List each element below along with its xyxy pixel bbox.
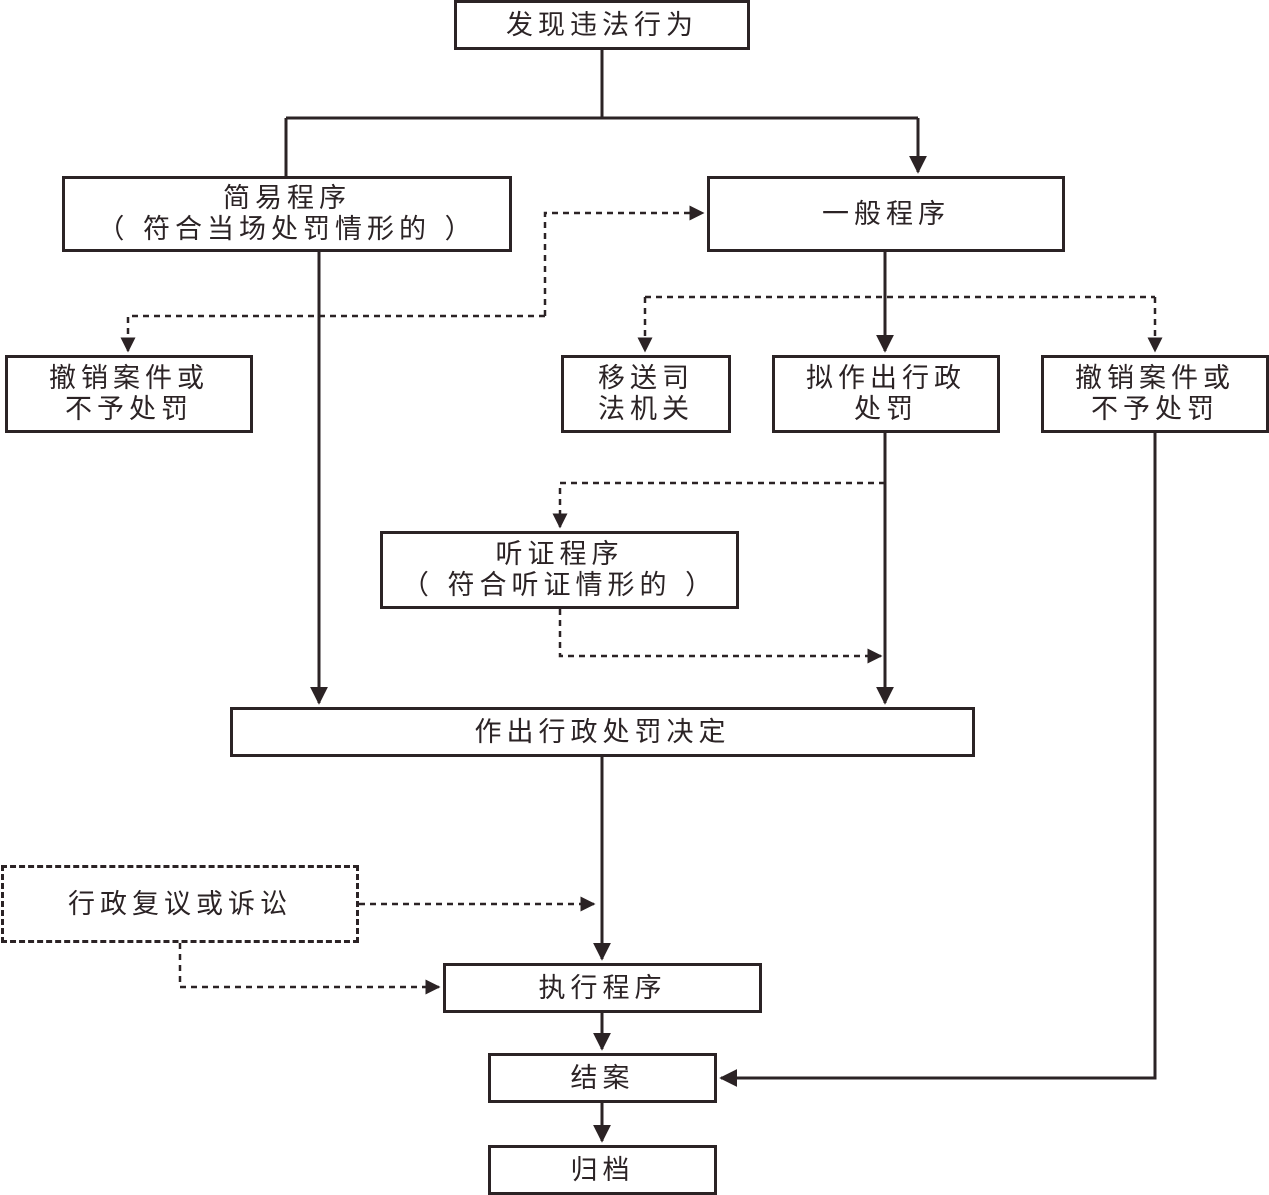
connector-hearing-to-propose-line (558, 609, 883, 664)
node-general-procedure: 一般程序 (707, 176, 1065, 252)
node-text: 一般程序 (822, 198, 950, 230)
node-revoke-right: 撤销案件或 不予处罚 (1041, 355, 1269, 433)
node-review-litigation: 行政复议或诉讼 (1, 865, 359, 943)
node-text: 执行程序 (538, 972, 667, 1004)
node-transfer-judicial: 移送司 法机关 (561, 355, 731, 433)
node-text: 撤销案件或 (1075, 363, 1235, 394)
node-text: 归档 (570, 1154, 635, 1186)
node-text: 拟作出行政 (806, 363, 966, 394)
node-text: 不予处罚 (1091, 394, 1219, 425)
connector-discover-to-branches (284, 50, 918, 176)
node-close-case: 结案 (488, 1053, 717, 1103)
node-text: 行政复议或诉讼 (68, 888, 292, 920)
connector-review-to-execute (178, 943, 441, 995)
node-text: 作出行政处罚决定 (474, 716, 731, 748)
node-text: 发现违法行为 (506, 9, 698, 41)
node-text: 法机关 (598, 394, 694, 425)
node-hearing-procedure: 听证程序 （ 符合听证情形的 ） (380, 531, 739, 609)
node-text: 结案 (570, 1062, 635, 1094)
node-penalty-decision: 作出行政处罚决定 (230, 707, 975, 757)
node-text: （ 符合听证情形的 ） (401, 570, 718, 601)
node-propose-penalty: 拟作出行政 处罚 (772, 355, 1000, 433)
node-discover-violation: 发现违法行为 (454, 0, 750, 50)
connector-propose-to-hearing (552, 481, 885, 529)
node-revoke-left: 撤销案件或 不予处罚 (5, 355, 253, 433)
connector-simple-to-general (543, 205, 705, 316)
node-text: 简易程序 (223, 183, 351, 214)
node-text: （ 符合当场处罚情形的 ） (97, 214, 477, 245)
node-execution-procedure: 执行程序 (443, 963, 762, 1013)
connector-revoke-right-to-close (719, 433, 1157, 1087)
node-text: 听证程序 (495, 539, 624, 570)
node-text: 不予处罚 (65, 394, 193, 425)
node-archive: 归档 (488, 1145, 717, 1195)
node-text: 移送司 (598, 363, 694, 394)
connector-to-revoke-left (120, 314, 545, 353)
node-text: 撤销案件或 (49, 363, 209, 394)
node-simple-procedure: 简易程序 （ 符合当场处罚情形的 ） (62, 176, 512, 252)
node-text: 处罚 (854, 394, 918, 425)
